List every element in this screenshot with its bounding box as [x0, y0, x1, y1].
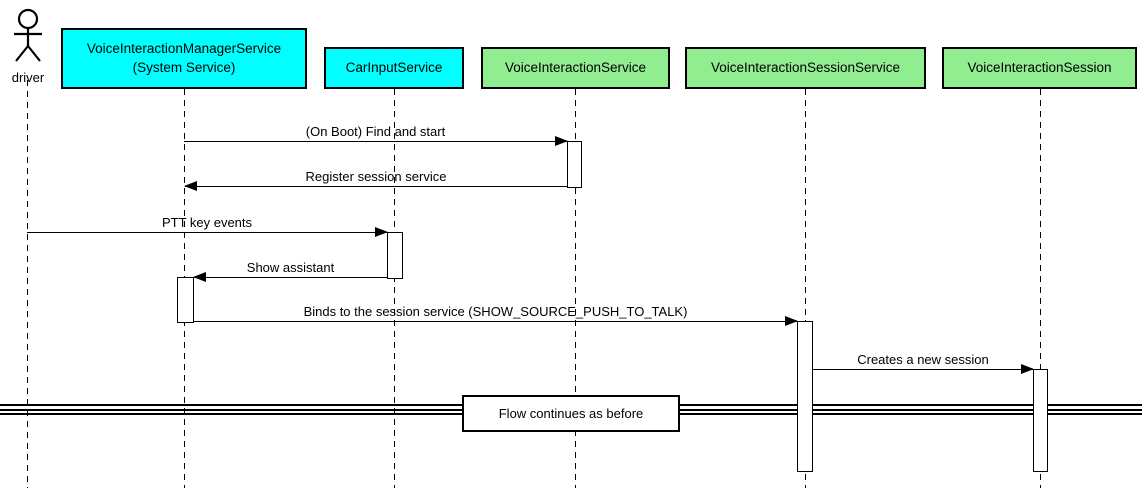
divider-label: Flow continues as before — [498, 406, 644, 421]
message-label: (On Boot) Find and start — [305, 124, 446, 139]
arrowhead-left-icon — [193, 272, 206, 282]
participant-label: VoiceInteractionManagerService (System S… — [86, 41, 282, 75]
participant-carinputservice: CarInputService — [324, 47, 464, 89]
activation-bar-voiceinteractionsession — [1033, 369, 1048, 472]
message-label: Creates a new session — [857, 352, 989, 367]
participant-label: CarInputService — [345, 59, 443, 75]
lifeline-carinputservice — [394, 89, 395, 488]
message-label: Register session service — [305, 169, 447, 184]
message-label: Binds to the session service (SHOW_SOURC… — [303, 304, 688, 319]
lifeline-voiceinteractionsessionservice — [805, 89, 806, 488]
message-show-assistant: Show assistant — [193, 260, 387, 282]
actor-driver: driver — [2, 8, 54, 85]
lifeline-driver — [27, 80, 28, 488]
message-binds-to-session-service: Binds to the session service (SHOW_SOURC… — [194, 304, 798, 326]
participant-label: VoiceInteractionSessionService — [710, 59, 901, 75]
message-ptt-key-events: PTT key events — [27, 215, 388, 237]
activation-bar-voiceinteractionmanagerservice — [177, 277, 194, 323]
divider-flow-continues: Flow continues as before — [462, 395, 680, 432]
activation-bar-voiceinteractionservice — [567, 141, 582, 188]
arrowhead-right-icon — [555, 136, 568, 146]
message-on-boot-find-and-start: (On Boot) Find and start — [184, 124, 568, 146]
participant-label: VoiceInteractionService — [504, 59, 647, 75]
message-label: Show assistant — [246, 260, 335, 275]
participant-voiceinteractionmanagerservice: VoiceInteractionManagerService (System S… — [61, 28, 307, 89]
activation-bar-carinputservice — [387, 232, 403, 279]
participant-voiceinteractionsessionservice: VoiceInteractionSessionService — [685, 47, 926, 89]
stick-figure-actor-icon — [14, 8, 42, 62]
lifeline-voiceinteractionservice — [575, 89, 576, 488]
participant-voiceinteractionservice: VoiceInteractionService — [481, 47, 670, 89]
actor-label: driver — [11, 70, 45, 85]
arrowhead-left-icon — [184, 181, 197, 191]
message-label: PTT key events — [161, 215, 253, 230]
message-creates-a-new-session: Creates a new session — [813, 352, 1034, 374]
message-register-session-service: Register session service — [184, 169, 567, 191]
participant-voiceinteractionsession: VoiceInteractionSession — [942, 47, 1137, 89]
arrowhead-right-icon — [1021, 364, 1034, 374]
activation-bar-voiceinteractionsessionservice — [797, 321, 813, 472]
arrowhead-right-icon — [785, 316, 798, 326]
arrowhead-right-icon — [375, 227, 388, 237]
participant-label: VoiceInteractionSession — [967, 59, 1112, 75]
lifeline-voiceinteractionsession — [1040, 89, 1041, 488]
